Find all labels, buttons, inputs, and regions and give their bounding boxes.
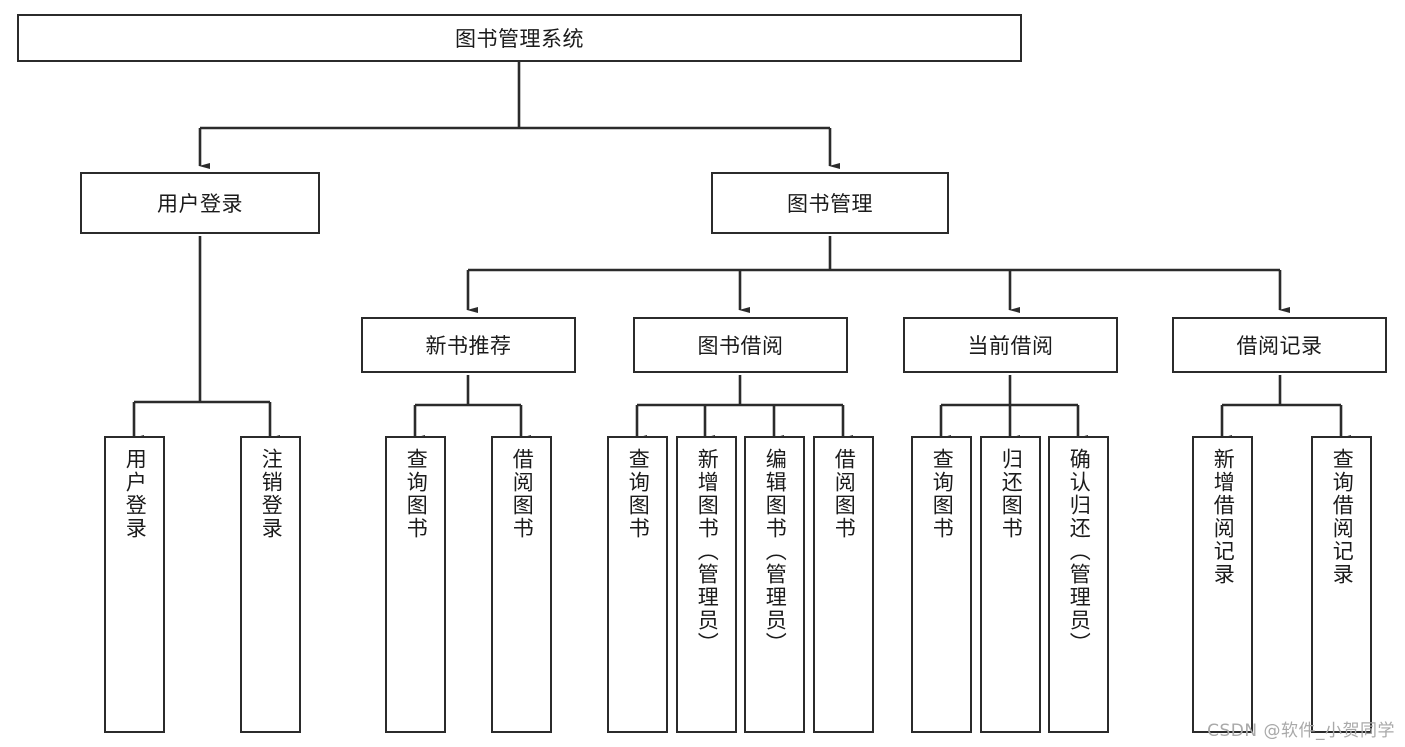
node-leaf-logout-login[interactable]: 注销登录 (240, 436, 301, 733)
node-user-login[interactable]: 用户登录 (80, 172, 320, 234)
node-leaf-query-book-1[interactable]: 查询图书 (385, 436, 446, 733)
node-leaf-query-book-2[interactable]: 查询图书 (607, 436, 668, 733)
node-leaf-borrow-book-1[interactable]: 借阅图书 (491, 436, 552, 733)
node-leaf-query-book-3[interactable]: 查询图书 (911, 436, 972, 733)
node-label: 图书管理系统 (455, 27, 584, 51)
node-label: 图书管理 (787, 192, 873, 216)
node-leaf-return-book[interactable]: 归还图书 (980, 436, 1041, 733)
node-label: 借阅记录 (1236, 334, 1323, 358)
node-new-book-recommend[interactable]: 新书推荐 (361, 317, 576, 373)
node-label: 借阅图书 (832, 448, 857, 540)
node-label: 新增借阅记录 (1211, 448, 1236, 586)
node-label: 查询图书 (930, 448, 955, 540)
node-current-borrow[interactable]: 当前借阅 (903, 317, 1118, 373)
node-leaf-query-borrow-record[interactable]: 查询借阅记录 (1311, 436, 1372, 733)
node-label: 用户登录 (123, 448, 148, 540)
node-label: 新书推荐 (425, 334, 512, 358)
watermark-text: CSDN @软件_小贺同学 (1207, 721, 1395, 741)
node-label: 查询图书 (626, 448, 651, 540)
node-label: 归还图书 (999, 448, 1024, 540)
node-label: 注销登录 (259, 448, 284, 540)
node-borrow-record[interactable]: 借阅记录 (1172, 317, 1387, 373)
node-leaf-add-book-admin[interactable]: 新增图书（管理员） (676, 436, 737, 733)
node-label: 借阅图书 (510, 448, 535, 540)
node-leaf-confirm-return-admin[interactable]: 确认归还（管理员） (1048, 436, 1109, 733)
node-label: 当前借阅 (967, 334, 1054, 358)
node-leaf-edit-book-admin[interactable]: 编辑图书（管理员） (744, 436, 805, 733)
node-label: 新增图书（管理员） (695, 448, 720, 655)
node-label: 用户登录 (157, 192, 243, 216)
node-leaf-add-borrow-record[interactable]: 新增借阅记录 (1192, 436, 1253, 733)
node-book-management-system[interactable]: 图书管理系统 (17, 14, 1022, 62)
node-book-borrow[interactable]: 图书借阅 (633, 317, 848, 373)
node-leaf-borrow-book-2[interactable]: 借阅图书 (813, 436, 874, 733)
node-label: 图书借阅 (697, 334, 784, 358)
node-book-management[interactable]: 图书管理 (711, 172, 949, 234)
node-leaf-user-login[interactable]: 用户登录 (104, 436, 165, 733)
node-label: 查询借阅记录 (1330, 448, 1355, 586)
node-label: 确认归还（管理员） (1067, 448, 1092, 655)
node-label: 编辑图书（管理员） (763, 448, 788, 655)
node-label: 查询图书 (404, 448, 429, 540)
